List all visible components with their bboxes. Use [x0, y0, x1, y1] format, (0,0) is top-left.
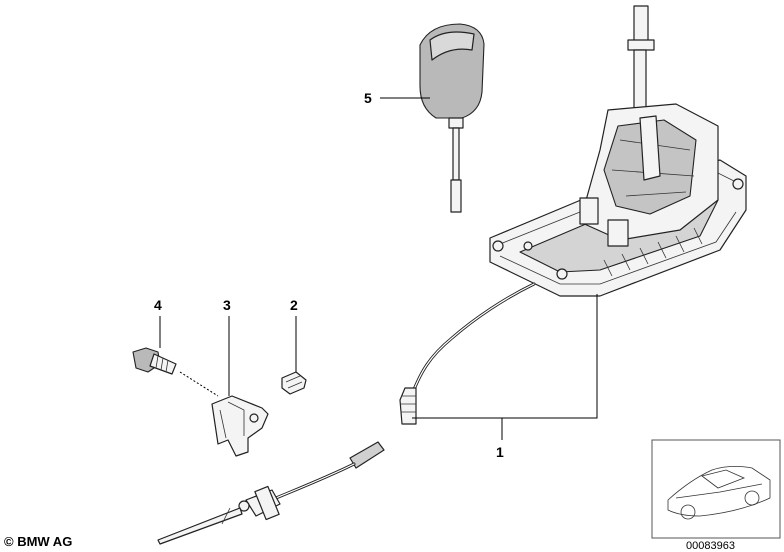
callout-leader-3-dot: [179, 371, 219, 397]
bolt-icon[interactable]: [132, 347, 177, 375]
clip-icon[interactable]: [281, 371, 307, 395]
callout-1: 1: [496, 444, 504, 460]
callout-leader-1: [412, 294, 598, 419]
callout-3: 3: [223, 297, 231, 313]
callout-2: 2: [290, 297, 298, 313]
callout-5: 5: [364, 90, 372, 106]
gear-selector-icon[interactable]: [489, 5, 747, 297]
callout-4: 4: [154, 297, 162, 313]
copyright-label: © BMW AG: [4, 534, 72, 549]
bracket-icon[interactable]: [211, 395, 269, 457]
shift-knob-icon[interactable]: [419, 23, 485, 213]
car-thumbnail-icon: [651, 439, 781, 539]
drawing-number: 00083963: [686, 540, 735, 552]
selector-cable-icon[interactable]: [157, 282, 536, 545]
